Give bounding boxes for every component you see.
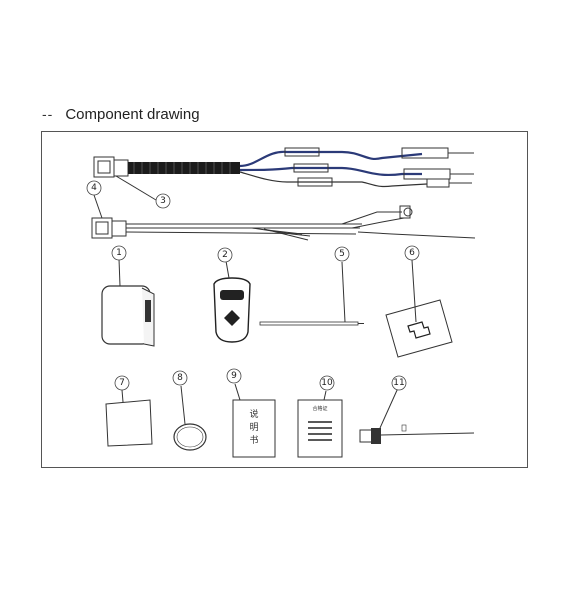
inline-fuse-1 <box>284 147 320 157</box>
harness-3-black-wire <box>239 171 428 188</box>
callout-9-label: 9 <box>231 371 237 381</box>
harness-4-connector-inner <box>95 221 109 235</box>
callout-11-label: 11 <box>393 378 404 388</box>
callout-3-label: 3 <box>160 196 166 206</box>
heading-dashes: -- <box>42 106 54 122</box>
callout-7-leader <box>121 389 124 403</box>
manual-char-1: 说 <box>249 408 258 420</box>
main-unit <box>101 258 155 347</box>
o-ring-inner <box>176 426 204 448</box>
component-drawing-frame: 说 明 书 合格证 1 <box>41 131 528 468</box>
callout-9: 9 <box>226 368 242 384</box>
harness-3-blue-wire-lower <box>239 166 422 176</box>
callout-6-leader <box>411 259 417 323</box>
harness-3 <box>93 147 474 201</box>
fob-center-button <box>224 310 240 326</box>
callout-6-label: 6 <box>409 248 415 258</box>
fuse-tap-label-tab <box>401 424 407 432</box>
callout-2-leader <box>225 260 230 279</box>
certificate-lines <box>308 421 332 441</box>
o-ring <box>173 385 207 451</box>
terminal-1 <box>401 147 449 159</box>
callout-7: 7 <box>114 375 130 391</box>
callout-8: 8 <box>172 370 188 386</box>
callout-3-leader <box>115 175 157 201</box>
manual-cover <box>232 399 276 458</box>
callout-4: 4 <box>86 180 102 196</box>
callout-1: 1 <box>111 245 127 261</box>
harness-4-connector <box>91 217 113 239</box>
callout-4-label: 4 <box>91 183 97 193</box>
adhesive-mount <box>385 259 453 358</box>
fuse-tap <box>359 387 475 444</box>
callout-9-leader <box>234 383 241 401</box>
ring-terminal-crimp <box>399 205 411 219</box>
fob-top-button <box>220 290 244 300</box>
harness-4-connector-collar <box>111 220 127 237</box>
callout-1-label: 1 <box>116 248 122 258</box>
harness-3-braided-sleeve <box>128 162 240 174</box>
callout-11-leader <box>379 387 399 429</box>
callout-6: 6 <box>404 245 420 261</box>
inline-fuse-2 <box>293 163 329 173</box>
callout-8-label: 8 <box>177 373 183 383</box>
component-drawing: 说 明 书 合格证 1 <box>86 147 476 458</box>
ring-terminal <box>403 207 413 217</box>
callout-5-label: 5 <box>339 249 345 259</box>
fuse-tap-wire <box>380 432 475 436</box>
callout-5: 5 <box>334 246 350 262</box>
manual-char-2: 明 <box>249 422 258 433</box>
callout-4-leader <box>93 194 103 219</box>
heading-title: Component drawing <box>65 105 200 123</box>
callout-2-label: 2 <box>222 250 228 260</box>
callout-8-leader <box>180 385 186 425</box>
inline-fuse-3 <box>297 177 333 187</box>
fuse-tap-body <box>359 429 373 443</box>
callout-7-label: 7 <box>119 378 125 388</box>
fuse-tap-holder <box>371 428 381 444</box>
sticker-sheet <box>105 389 153 447</box>
sticker-sheet-body <box>105 399 153 447</box>
o-ring-outer <box>173 423 207 451</box>
mount-clip <box>407 321 431 339</box>
callout-2: 2 <box>217 247 233 263</box>
remote-key-fob <box>213 260 251 343</box>
antenna-strip <box>259 321 359 326</box>
callout-1-leader <box>118 258 121 287</box>
section-heading: -- Component drawing <box>42 103 200 125</box>
callout-3: 3 <box>155 193 171 209</box>
harness-3-blue-wire-upper <box>239 150 423 168</box>
terminal-3 <box>426 178 450 188</box>
callout-10: 10 <box>319 375 335 391</box>
callout-10-leader <box>323 390 327 401</box>
main-unit-port <box>145 300 151 322</box>
callout-11: 11 <box>391 375 407 391</box>
antenna-wire <box>259 261 364 326</box>
certificate-title: 合格证 <box>312 405 327 412</box>
quality-certificate: 合格证 <box>297 390 343 458</box>
harness-3-connector <box>93 156 115 178</box>
manual-char-3: 书 <box>249 435 258 446</box>
instruction-manual: 说 明 书 <box>232 383 276 458</box>
harness-3-connector-collar <box>113 159 129 177</box>
harness-3-connector-inner <box>97 160 111 174</box>
harness-4 <box>91 194 476 241</box>
callout-10-label: 10 <box>321 378 333 388</box>
callout-5-leader <box>341 261 346 323</box>
